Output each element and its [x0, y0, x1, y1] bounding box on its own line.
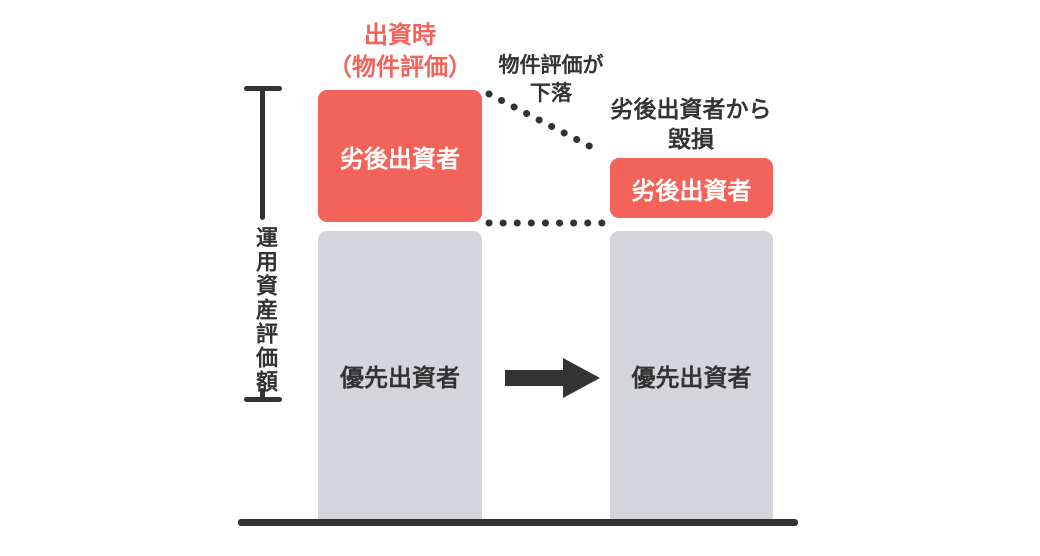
before-subordinated-box: 劣後出資者	[318, 90, 482, 222]
before-subordinated-label: 劣後出資者	[340, 145, 460, 173]
axis-line-lower	[260, 388, 265, 400]
before-senior-label: 優先出資者	[340, 364, 460, 392]
after-subordinated-label: 劣後出資者	[631, 177, 752, 205]
before-senior-box: 優先出資者	[318, 231, 482, 519]
after-title-line1: 劣後出資者から	[610, 96, 772, 122]
before-title: 出資時 （物件評価）	[318, 20, 482, 83]
before-title-line2: （物件評価）	[328, 53, 472, 81]
after-senior-box: 優先出資者	[610, 231, 773, 519]
axis-bottom-cap	[244, 397, 282, 402]
valuation-drop-label-line1: 物件評価が	[498, 54, 604, 77]
after-title: 劣後出資者から 毀損	[593, 94, 789, 155]
axis-label: 運用資産評価額	[253, 226, 278, 394]
after-senior-label: 優先出資者	[631, 364, 752, 392]
after-subordinated-box: 劣後出資者	[610, 158, 773, 218]
baseline	[238, 519, 798, 526]
before-title-line1: 出資時	[364, 22, 436, 49]
after-title-line2: 毀損	[668, 126, 714, 153]
axis-line-upper	[260, 86, 265, 220]
transition-arrow-icon	[505, 358, 600, 398]
